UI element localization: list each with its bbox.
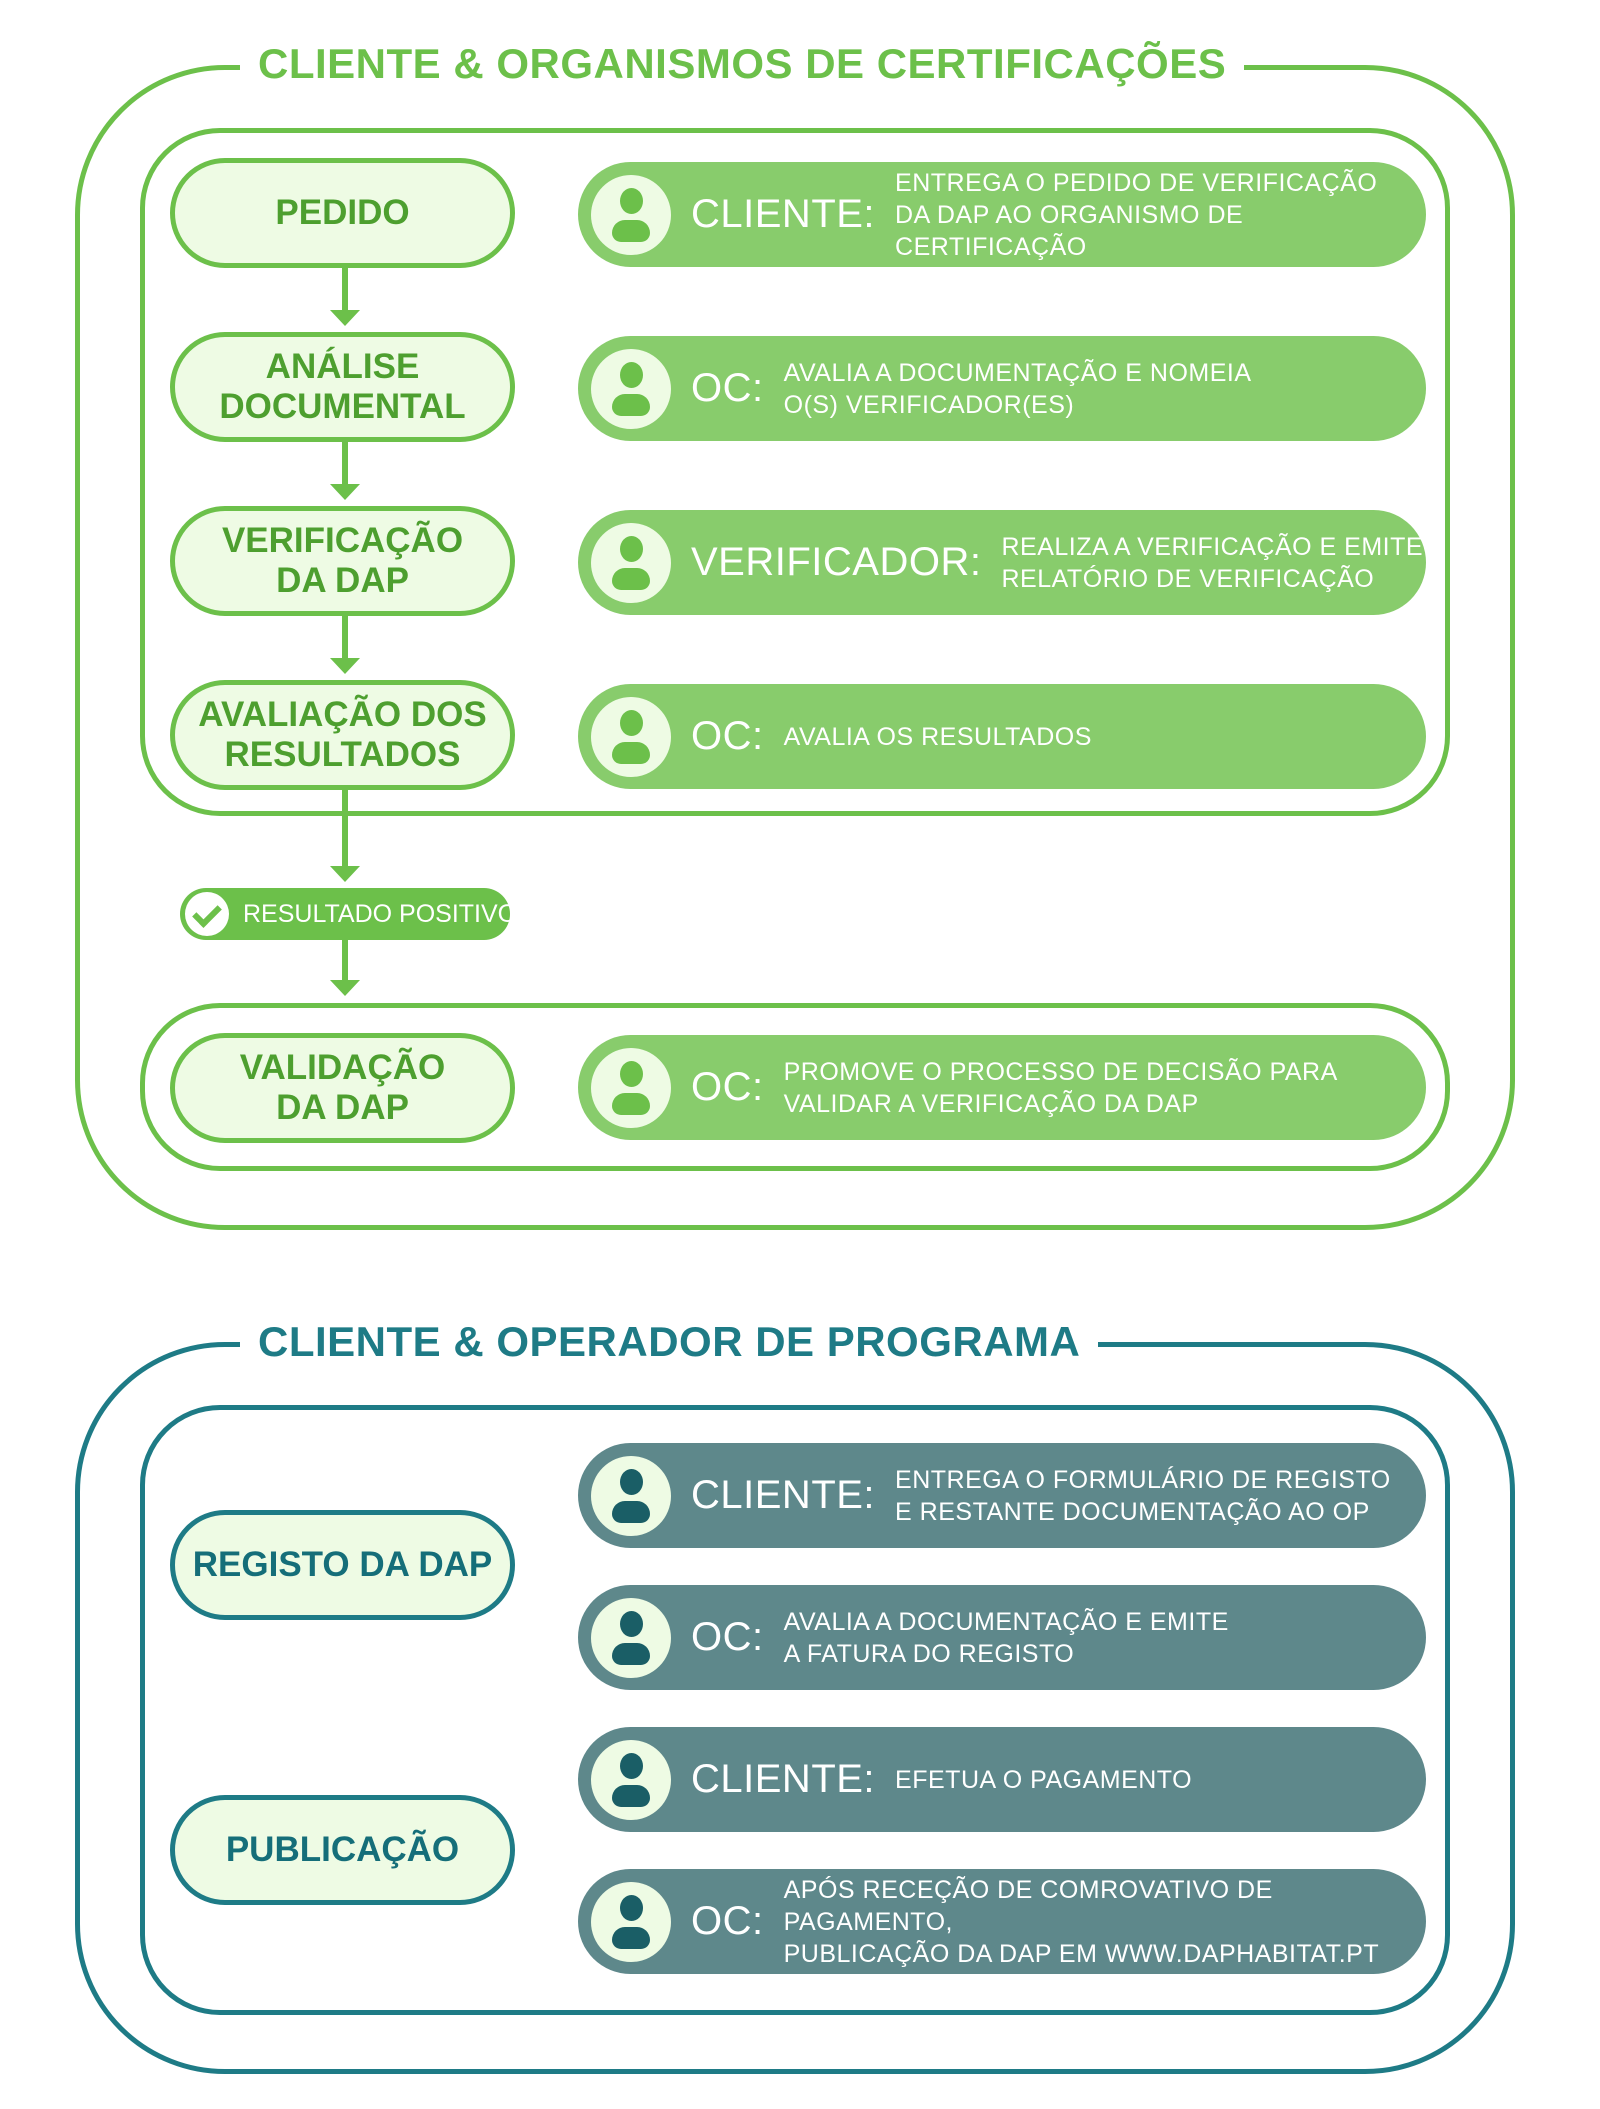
role-bar-cliente: CLIENTE: ENTREGA O PEDIDO DE VERIFICAÇÃO… bbox=[578, 162, 1426, 267]
step-registo-dap: REGISTO DA DAP bbox=[170, 1510, 515, 1620]
flow-arrow-line bbox=[342, 268, 348, 312]
flow-arrow-line bbox=[342, 616, 348, 660]
role-bar-cliente-pagamento: CLIENTE: EFETUA O PAGAMENTO bbox=[578, 1727, 1426, 1832]
role-bar-cliente-registo: CLIENTE: ENTREGA O FORMULÁRIO DE REGISTO… bbox=[578, 1443, 1426, 1548]
role-label: OC: bbox=[691, 1065, 764, 1109]
role-description: AVALIA A DOCUMENTAÇÃO E EMITE A FATURA D… bbox=[783, 1607, 1229, 1668]
flow-arrow-line bbox=[342, 442, 348, 486]
step-pedido: PEDIDO bbox=[170, 158, 515, 268]
role-description: PROMOVE O PROCESSO DE DECISÃO PARA VALID… bbox=[783, 1057, 1338, 1118]
role-bar-verificador: VERIFICADOR: REALIZA A VERIFICAÇÃO E EMI… bbox=[578, 510, 1426, 615]
operator-group-frame bbox=[140, 1405, 1450, 2015]
validation-group-frame bbox=[140, 1003, 1450, 1171]
user-icon bbox=[591, 1047, 671, 1128]
flow-arrow-line bbox=[342, 790, 348, 868]
check-circle-icon bbox=[185, 892, 229, 936]
user-icon bbox=[591, 696, 671, 777]
user-icon bbox=[591, 1455, 671, 1536]
role-description: AVALIA OS RESULTADOS bbox=[783, 722, 1092, 751]
user-icon bbox=[591, 1881, 671, 1962]
role-description: APÓS RECEÇÃO DE COMROVATIVO DE PAGAMENTO… bbox=[783, 1875, 1380, 1968]
verification-group-frame bbox=[140, 128, 1450, 816]
role-description: AVALIA A DOCUMENTAÇÃO E NOMEIA O(S) VERI… bbox=[783, 358, 1252, 419]
role-bar-oc-validacao: OC: PROMOVE O PROCESSO DE DECISÃO PARA V… bbox=[578, 1035, 1426, 1140]
role-label: OC: bbox=[691, 366, 764, 410]
role-bar-oc-fatura: OC: AVALIA A DOCUMENTAÇÃO E EMITE A FATU… bbox=[578, 1585, 1426, 1690]
user-icon bbox=[591, 1739, 671, 1820]
role-label: VERIFICADOR: bbox=[691, 540, 982, 584]
section-certification-title: CLIENTE & ORGANISMOS DE CERTIFICAÇÕES bbox=[240, 38, 1245, 90]
step-validacao-dap: VALIDAÇÃO DA DAP bbox=[170, 1033, 515, 1143]
result-positive-badge: RESULTADO POSITIVO bbox=[180, 888, 517, 940]
role-bar-oc-publicacao: OC: APÓS RECEÇÃO DE COMROVATIVO DE PAGAM… bbox=[578, 1869, 1426, 1974]
arrow-down-icon bbox=[330, 658, 360, 674]
role-description: ENTREGA O PEDIDO DE VERIFICAÇÃO DA DAP A… bbox=[895, 168, 1378, 261]
step-verificacao-dap: VERIFICAÇÃO DA DAP bbox=[170, 506, 515, 616]
step-avaliacao-resultados: AVALIAÇÃO DOS RESULTADOS bbox=[170, 680, 515, 790]
section-operator-title: CLIENTE & OPERADOR DE PROGRAMA bbox=[240, 1316, 1099, 1368]
role-label: CLIENTE: bbox=[691, 192, 876, 236]
user-icon bbox=[591, 522, 671, 603]
role-label: OC: bbox=[691, 714, 764, 758]
user-icon bbox=[591, 348, 671, 429]
arrow-down-icon bbox=[330, 310, 360, 326]
step-analise-documental: ANÁLISE DOCUMENTAL bbox=[170, 332, 515, 442]
user-icon bbox=[591, 1597, 671, 1678]
arrow-down-icon bbox=[330, 980, 360, 996]
user-icon bbox=[591, 174, 671, 255]
result-positive-label: RESULTADO POSITIVO bbox=[243, 899, 518, 928]
role-label: OC: bbox=[691, 1615, 764, 1659]
flow-arrow-line bbox=[342, 940, 348, 982]
role-description: ENTREGA O FORMULÁRIO DE REGISTO E RESTAN… bbox=[895, 1465, 1391, 1526]
role-description: EFETUA O PAGAMENTO bbox=[895, 1765, 1193, 1794]
arrow-down-icon bbox=[330, 484, 360, 500]
role-label: OC: bbox=[691, 1899, 764, 1943]
role-label: CLIENTE: bbox=[691, 1473, 876, 1517]
arrow-down-icon bbox=[330, 866, 360, 882]
role-bar-oc: OC: AVALIA A DOCUMENTAÇÃO E NOMEIA O(S) … bbox=[578, 336, 1426, 441]
step-publicacao: PUBLICAÇÃO bbox=[170, 1795, 515, 1905]
role-label: CLIENTE: bbox=[691, 1757, 876, 1801]
role-bar-oc-resultados: OC: AVALIA OS RESULTADOS bbox=[578, 684, 1426, 789]
role-description: REALIZA A VERIFICAÇÃO E EMITE RELATÓRIO … bbox=[1001, 532, 1424, 593]
